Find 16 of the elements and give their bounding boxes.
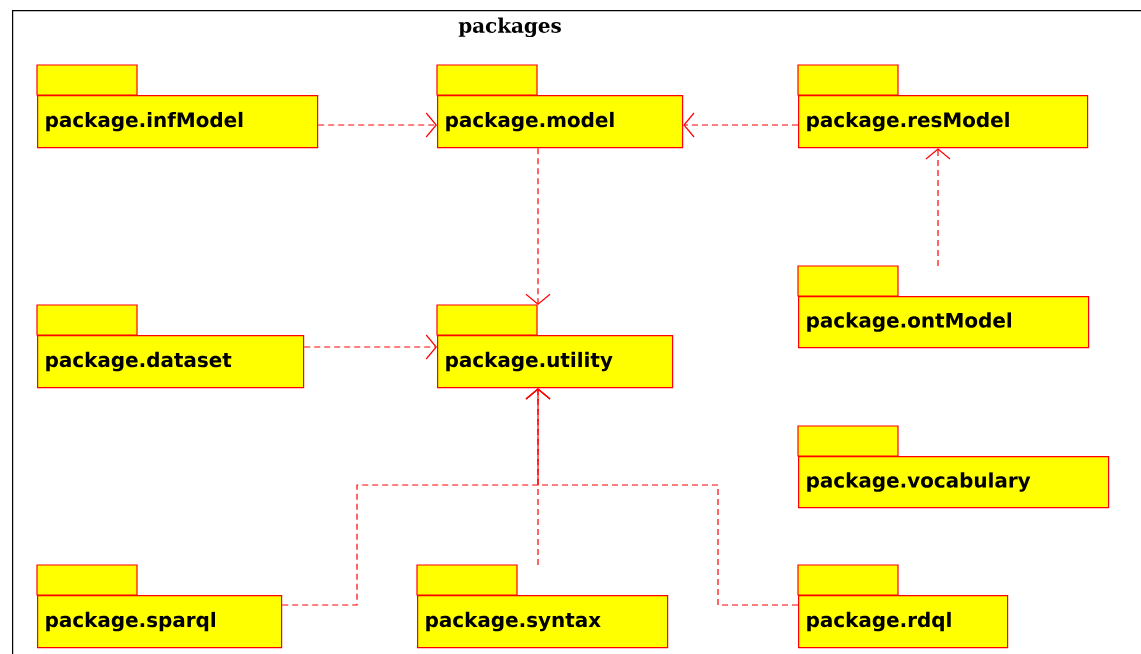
dependency-arrow: [683, 112, 799, 138]
package-box: package.sparql: [36, 564, 283, 649]
dependency-arrow: [525, 388, 799, 606]
dependency-arrow: [303, 334, 437, 360]
package-box: package.dataset: [36, 304, 305, 389]
package-box: package.model: [436, 64, 684, 149]
dependency-arrow: [317, 112, 437, 138]
dependency-arrow: [925, 148, 951, 267]
package-box: package.syntax: [416, 564, 669, 649]
package-box: package.utility: [436, 304, 674, 389]
package-box: package.rdql: [797, 564, 1009, 649]
package-box: package.ontModel: [797, 265, 1090, 349]
package-box: package.vocabulary: [797, 425, 1110, 509]
package-box: package.resModel: [797, 64, 1089, 149]
dependency-arrow: [525, 147, 551, 305]
package-box: package.infModel: [36, 64, 319, 149]
